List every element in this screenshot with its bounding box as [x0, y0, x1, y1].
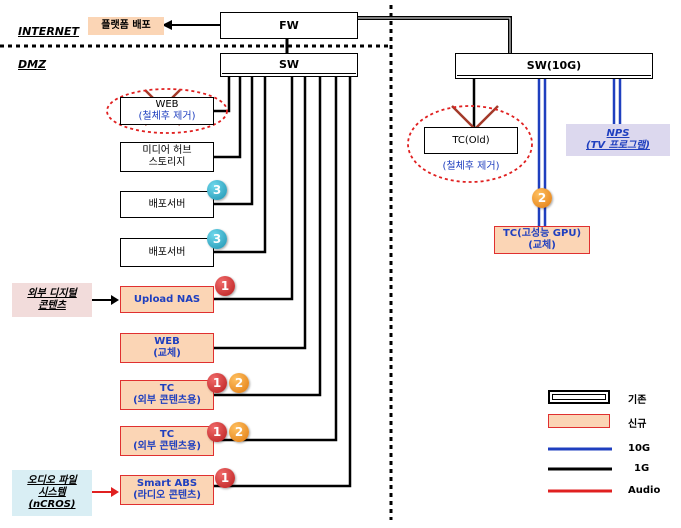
tc-old-box: TC(Old) — [424, 127, 518, 154]
fw-box: FW — [220, 12, 358, 39]
external-digital-line2: 콘텐츠 — [38, 300, 66, 311]
deploy-server-label-1: 배포서버 — [148, 198, 186, 210]
badge-1-tc-ext-2: 1 — [207, 422, 227, 442]
upload-nas-box: Upload NAS — [120, 286, 214, 313]
external-digital-tag: 외부 디지털 콘텐츠 — [12, 283, 92, 317]
dmz-zone-label: DMZ — [18, 58, 47, 71]
deploy-server-box-1: 배포서버 — [120, 191, 214, 218]
badge-1-smart-abs: 1 — [215, 468, 235, 488]
smart-abs-box: Smart ABS (라디오 콘텐츠) — [120, 475, 214, 505]
tc-external-title-2: TC — [159, 429, 175, 440]
web-removed-title: WEB — [155, 99, 179, 110]
nps-tag: NPS (TV 프로그램) — [566, 124, 670, 156]
badge-2-tc-ext-2: 2 — [229, 422, 249, 442]
smart-abs-title: Smart ABS — [136, 478, 198, 489]
tc-external-box-1: TC (외부 콘텐츠용) — [120, 380, 214, 410]
sw-box: SW — [220, 53, 358, 77]
legend-existing-label: 기존 — [628, 395, 647, 406]
audio-file-line1: 오디오 파일 — [27, 475, 77, 486]
external-digital-line1: 외부 디지털 — [27, 288, 77, 299]
tc-external-box-2: TC (외부 콘텐츠용) — [120, 426, 214, 456]
platform-deploy-label: 플랫폼 배포 — [101, 20, 151, 31]
upload-nas-label: Upload NAS — [133, 293, 201, 305]
sw-label: SW — [278, 58, 300, 71]
legend-lines — [548, 447, 612, 493]
tc-gpu-note: (교체) — [528, 240, 556, 251]
tc-gpu-box: TC(고성능 GPU) (교체) — [494, 226, 590, 254]
fw-sw10g-link — [357, 16, 512, 53]
fw-label: FW — [279, 18, 299, 32]
legend-10g-label: 10G — [628, 443, 651, 454]
sw10g-label: SW(10G) — [526, 59, 582, 72]
tcold-removal-ellipse — [407, 105, 533, 183]
badge-3-deploy-1: 3 — [207, 180, 227, 200]
legend-new-label: 신규 — [628, 419, 647, 430]
smart-abs-note: (라디오 콘텐츠) — [133, 490, 201, 501]
legend-new-swatch — [548, 414, 610, 428]
web-replace-box: WEB (교체) — [120, 333, 214, 363]
deploy-server-box-2: 배포서버 — [120, 238, 214, 267]
web-replace-note: (교체) — [153, 348, 181, 359]
tc-external-note-1: (외부 콘텐츠용) — [133, 395, 201, 406]
web-replace-title: WEB — [154, 336, 180, 347]
badge-1-tc-ext-1: 1 — [207, 373, 227, 393]
internet-zone-label: INTERNET — [18, 25, 80, 38]
media-hub-storage-box: 미디어 허브 스토리지 — [120, 142, 214, 172]
tc-external-note-2: (외부 콘텐츠용) — [133, 441, 201, 452]
web-removed-box: WEB (철체후 제거) — [120, 97, 214, 125]
deploy-arrowhead — [162, 20, 172, 30]
tc-old-label: TC(Old) — [452, 134, 490, 146]
audio-file-system-tag: 오디오 파일 시스템 (nCROS) — [12, 470, 92, 516]
badge-2-tc-gpu: 2 — [532, 188, 552, 208]
legend-audio-label: Audio — [628, 485, 661, 496]
legend-existing-swatch — [548, 390, 610, 404]
badge-3-deploy-2: 3 — [207, 229, 227, 249]
web-removed-note: (철체후 제거) — [138, 111, 196, 122]
deploy-server-label-2: 배포서버 — [148, 246, 186, 258]
platform-deploy-tag: 플랫폼 배포 — [88, 17, 164, 35]
nps-note: (TV 프로그램) — [586, 140, 650, 151]
tc-external-title-1: TC — [159, 383, 175, 394]
sw10g-box: SW(10G) — [455, 53, 653, 79]
tc-old-note: (철체후 제거) — [442, 161, 500, 172]
media-hub-line1: 미디어 허브 — [142, 145, 192, 156]
tc-gpu-title: TC(고성능 GPU) — [502, 228, 582, 239]
nps-title: NPS — [606, 128, 630, 139]
badge-2-tc-ext-1: 2 — [229, 373, 249, 393]
audio-file-line3: (nCROS) — [28, 499, 76, 510]
badge-1-upload-nas: 1 — [215, 276, 235, 296]
web-removal-ellipse — [106, 88, 228, 134]
audio-file-line2: 시스템 — [38, 487, 66, 498]
media-hub-line2: 스토리지 — [148, 157, 186, 168]
legend-1g-label: 1G — [634, 463, 650, 474]
